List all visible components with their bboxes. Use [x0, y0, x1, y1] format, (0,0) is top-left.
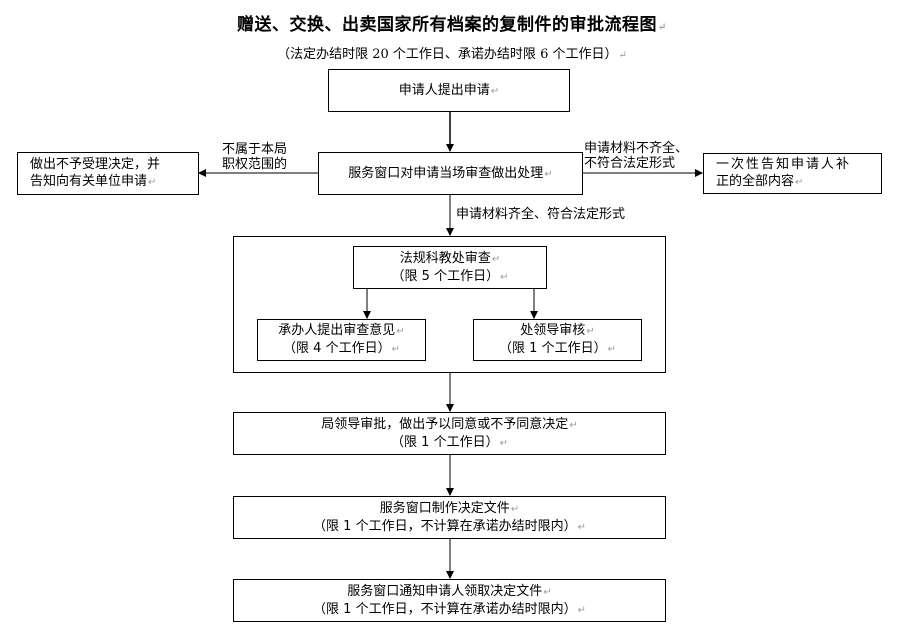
- paragraph-mark: ↵: [391, 344, 400, 355]
- edge-label-line1: 申请材料齐全、符合法定形式: [456, 207, 626, 222]
- paragraph-mark: ↵: [490, 85, 500, 97]
- title-text: 赠送、交换、出卖国家所有档案的复制件的审批流程图: [237, 15, 658, 35]
- paragraph-mark: ↵: [544, 168, 553, 180]
- paragraph-mark: ↵: [577, 604, 586, 616]
- node-label-line1: 处领导审核: [520, 323, 586, 338]
- paragraph-mark: ↵: [543, 586, 552, 598]
- node-notify-supplement: 一次性告知申请人补 正的全部内容↵: [703, 153, 882, 194]
- paragraph-mark: ↵: [491, 253, 501, 265]
- node-label-line1: 局领导审批，做出予以同意或不予同意决定: [321, 416, 569, 432]
- paragraph-mark: ↵: [658, 22, 667, 33]
- page-subtitle: （法定办结时限 20 个工作日、承诺办结时限 6 个工作日）↵: [0, 43, 904, 62]
- node-label-line2: （限 1 个工作日）: [499, 341, 607, 356]
- node-label-line1: 服务窗口通知申请人领取决定文件: [347, 583, 543, 599]
- page-title: 赠送、交换、出卖国家所有档案的复制件的审批流程图↵: [0, 10, 904, 35]
- node-window-review: 服务窗口对申请当场审查做出处理↵: [318, 152, 583, 195]
- node-label-line2: （限 4 个工作日）: [283, 341, 391, 356]
- node-handler-opinion: 承办人提出审查意见↵ （限 4 个工作日）↵: [257, 319, 426, 361]
- edge-label-line2: 不符合法定形式: [584, 156, 676, 171]
- paragraph-mark: ↵: [499, 437, 508, 449]
- node-label-line1: 一次性告知申请人补: [716, 157, 852, 172]
- node-label-line2: （限 1 个工作日，不计算在承诺办结时限内）: [313, 601, 577, 617]
- paragraph-mark: ↵: [510, 503, 520, 515]
- paragraph-mark: ↵: [607, 344, 616, 355]
- node-division-review: 处领导审核↵ （限 1 个工作日）↵: [473, 319, 642, 361]
- node-label-line2: 告知向有关单位申请: [30, 174, 148, 189]
- node-make-decision-doc: 服务窗口制作决定文件↵ （限 1 个工作日，不计算在承诺办结时限内）↵: [233, 496, 666, 539]
- paragraph-mark: ↵: [618, 50, 627, 61]
- paragraph-mark: ↵: [586, 326, 595, 337]
- review-group-container: [233, 236, 666, 373]
- node-reject: 做出不予受理决定，并 告知向有关单位申请↵: [17, 152, 199, 195]
- paragraph-mark: ↵: [396, 326, 405, 337]
- node-label: 服务窗口对申请当场审查做出处理: [348, 165, 544, 181]
- node-notify-collect: 服务窗口通知申请人领取决定文件↵ （限 1 个工作日，不计算在承诺办结时限内）↵: [233, 579, 666, 622]
- paragraph-mark: ↵: [569, 419, 578, 431]
- paragraph-mark: ↵: [148, 177, 157, 188]
- edge-label-incomplete: 申请材料不齐全、 不符合法定形式: [584, 141, 688, 171]
- edge-label-line1: 不属于本局: [222, 142, 288, 157]
- node-label-line1: 法规科教处审查: [399, 250, 491, 266]
- node-apply: 申请人提出申请↵: [328, 69, 570, 112]
- node-label-line1: 承办人提出审查意见: [278, 323, 396, 338]
- paragraph-mark: ↵: [500, 271, 509, 283]
- node-label-line1: 做出不予受理决定，并: [30, 157, 161, 172]
- edge-label-not-in-scope: 不属于本局 职权范围的: [222, 142, 287, 172]
- subtitle-text: （法定办结时限 20 个工作日、承诺办结时限 6 个工作日）: [277, 47, 618, 62]
- node-label-line1: 服务窗口制作决定文件: [379, 500, 510, 516]
- node-legal-review: 法规科教处审查↵ （限 5 个工作日）↵: [353, 246, 547, 289]
- edge-label-complete: 申请材料齐全、符合法定形式: [456, 207, 625, 222]
- node-label-line2: （限 1 个工作日）: [391, 434, 499, 450]
- paragraph-mark: ↵: [577, 521, 586, 533]
- node-label-line2: （限 1 个工作日，不计算在承诺办结时限内）: [313, 518, 577, 534]
- node-label: 申请人提出申请: [398, 82, 490, 98]
- node-bureau-approval: 局领导审批，做出予以同意或不予同意决定↵ （限 1 个工作日）↵: [233, 412, 666, 455]
- edge-label-line2: 职权范围的: [222, 157, 288, 172]
- node-label-line2: （限 5 个工作日）: [391, 268, 500, 284]
- node-label-line2: 正的全部内容: [716, 174, 795, 189]
- edge-label-line1: 申请材料不齐全、: [584, 141, 689, 156]
- paragraph-mark: ↵: [795, 177, 804, 188]
